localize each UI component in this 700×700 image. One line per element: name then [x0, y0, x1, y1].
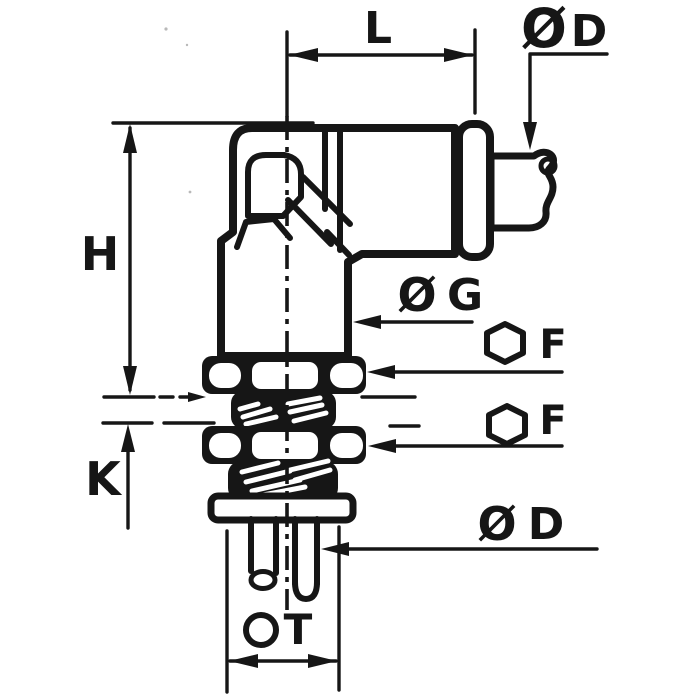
leader-dia-G: Ø G — [353, 268, 483, 329]
hexagon-icon — [486, 403, 528, 447]
panel-lines — [158, 392, 421, 428]
arrowhead-right — [308, 654, 337, 668]
arrowhead-down — [523, 122, 537, 150]
arrowhead-down — [123, 366, 137, 395]
thread-lower — [228, 458, 338, 501]
leader-line — [528, 52, 609, 128]
leader-F-upper: F — [367, 321, 567, 379]
leader-dia-D-top: Ø D — [521, 0, 609, 150]
dim-label-F-upper: F — [539, 322, 566, 368]
dim-H: H — [81, 121, 315, 395]
hex-nut-lower — [202, 426, 366, 464]
circle-icon — [243, 612, 279, 648]
dim-label-H: H — [81, 227, 120, 281]
arrowhead-left — [353, 315, 381, 329]
dim-label-D-top: D — [571, 6, 608, 57]
arrowhead-up — [121, 424, 135, 452]
hexagon-icon — [484, 321, 526, 365]
bottom-stem — [248, 516, 320, 602]
dim-label-K: K — [85, 452, 123, 506]
arrowhead-left — [321, 542, 349, 556]
leader-F-lower: F — [368, 398, 567, 453]
arrowhead-right — [444, 48, 473, 62]
tubing-break-loop — [538, 156, 558, 176]
dim-L: L — [288, 3, 477, 115]
release-collar — [455, 120, 494, 261]
dim-label-T: T — [284, 605, 313, 654]
washer — [207, 492, 357, 524]
dim-label-G: G — [447, 270, 483, 321]
dim-label-F-lower: F — [539, 398, 566, 444]
diameter-symbol: Ø — [477, 497, 516, 551]
arrowhead-left — [367, 365, 395, 379]
scan-speck — [164, 27, 168, 31]
leader-dia-D-bottom: Ø D — [321, 497, 599, 556]
arrowhead-left — [368, 439, 396, 453]
dim-K: K — [85, 395, 156, 530]
arrowhead-right-small — [188, 392, 206, 402]
diameter-symbol: Ø — [397, 268, 436, 322]
hex-nut-upper — [202, 356, 366, 394]
tubing-end — [487, 148, 557, 232]
arrowhead-left — [229, 654, 258, 668]
dim-label-D-bottom: D — [528, 499, 565, 550]
body-joint-lines — [322, 128, 343, 253]
dim-T: T — [225, 525, 341, 694]
scan-speck — [188, 190, 192, 194]
diameter-symbol: Ø — [521, 0, 567, 60]
arrowhead-left — [289, 48, 318, 62]
fitting-body — [202, 30, 558, 610]
thread-upper — [231, 391, 336, 429]
arrowhead-up — [123, 124, 137, 153]
dim-label-L: L — [364, 3, 392, 54]
scan-speck — [185, 43, 189, 47]
